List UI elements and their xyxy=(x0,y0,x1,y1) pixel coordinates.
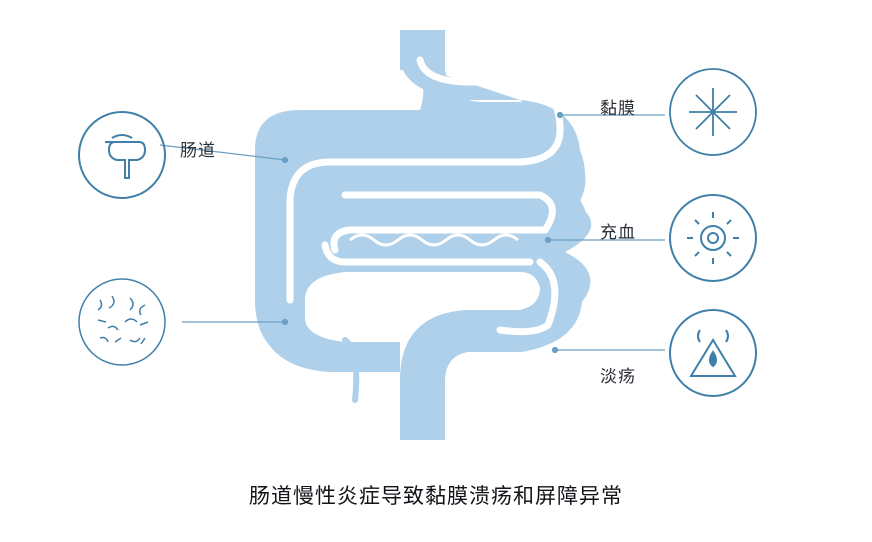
intestine-icon xyxy=(78,111,166,199)
intestine-lumen xyxy=(286,56,564,336)
bacteria-icon xyxy=(78,278,166,366)
mucosa-burst-icon xyxy=(669,68,757,156)
intestine-shape xyxy=(255,30,592,440)
pointer-lines xyxy=(159,111,665,354)
label-ulcer: 淡疡 xyxy=(600,367,636,387)
label-congestion: 充血 xyxy=(600,223,636,243)
label-mucosa: 黏膜 xyxy=(600,99,636,119)
virus-icon xyxy=(669,194,757,282)
ulcer-drop-icon xyxy=(669,309,757,397)
label-intestine: 肠道 xyxy=(180,141,216,161)
intestine-folds xyxy=(349,233,519,305)
diagram-caption: 肠道慢性炎症导致黏膜溃疡和屏障异常 xyxy=(249,484,623,508)
